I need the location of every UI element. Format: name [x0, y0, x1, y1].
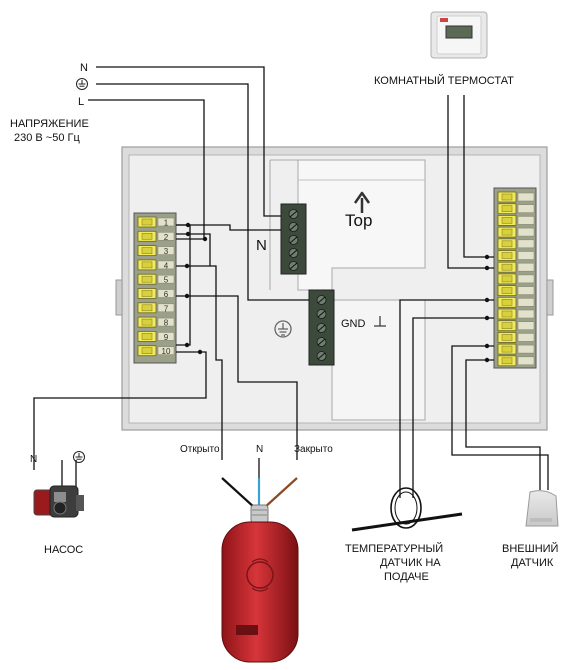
actuator-open-label: Открыто [180, 444, 220, 455]
left-terminal: 8 [137, 316, 175, 328]
pump-icon [33, 485, 84, 518]
right-terminal [497, 355, 535, 367]
right-terminal [497, 273, 535, 285]
supply-l-label: L [78, 96, 84, 108]
wire-pump-l [33, 351, 207, 470]
left-terminal: 2 [137, 230, 175, 242]
left-terminal-number: 9 [164, 333, 169, 342]
left-terminal-number: 6 [164, 290, 169, 299]
supply-earth-icon [76, 78, 88, 90]
wire-thermostat-1 [447, 95, 494, 269]
right-terminal [497, 285, 535, 297]
left-terminal-number: 3 [164, 247, 169, 256]
right-terminal [497, 203, 535, 215]
valve-actuator-icon [221, 504, 299, 663]
room-thermostat-icon [430, 11, 488, 59]
wire-earth [96, 83, 309, 301]
right-terminal [497, 238, 535, 250]
wire-n [96, 66, 281, 217]
flow-sensor-line1: ТЕМПЕРАТУРНЫЙ [345, 542, 443, 555]
left-terminal-number: 8 [164, 319, 169, 328]
left-terminal: 5 [137, 273, 175, 285]
top-arrow-icon [353, 191, 371, 213]
pump-earth-icon [73, 451, 85, 463]
outdoor-sensor-line2: ДАТЧИК [511, 557, 554, 569]
controller-housing [115, 146, 554, 431]
wire-outdoor-1 [451, 345, 549, 490]
left-terminal: 6 [137, 288, 175, 299]
left-terminal: 7 [137, 302, 175, 313]
left-terminal-number: 7 [164, 304, 169, 313]
wire-thermostat-2 [463, 95, 494, 258]
outdoor-sensor-line1: ВНЕШНИЙ [502, 542, 558, 555]
supply-title-line2: 230 В ~50 Гц [14, 132, 80, 144]
supply-title-line1: НАПРЯЖЕНИЕ [10, 118, 89, 130]
n-terminal-block [280, 203, 307, 275]
left-terminal-number: 2 [164, 233, 169, 242]
right-terminal-strip [493, 187, 537, 369]
wire-close [176, 295, 298, 460]
left-terminal: 1 [137, 216, 175, 228]
wire-flow-sensor-1 [399, 299, 494, 498]
wire-outdoor-2 [465, 359, 541, 490]
flow-sensor-line2: ДАТЧИК НА [380, 557, 441, 569]
outdoor-sensor-icon [525, 490, 559, 527]
right-terminal [497, 191, 535, 203]
left-terminal-strip: 1 2 3 4 5 6 7 8 9 10 [133, 212, 177, 364]
thermostat-label: КОМНАТНЫЙ ТЕРМОСТАТ [374, 74, 514, 87]
wire-open [176, 265, 223, 460]
left-terminal-number: 4 [164, 261, 169, 270]
wire-term1-to-n [176, 224, 281, 231]
pump-label: НАСОС [44, 544, 83, 556]
flow-sensor-icon [351, 487, 463, 532]
earth-terminal-block [308, 289, 335, 366]
left-terminal: 10 [137, 345, 175, 356]
actuator-close-label: Закрыто [294, 444, 333, 455]
right-terminal [497, 214, 535, 226]
gnd-label: GND [341, 318, 366, 330]
earth-ground-icon [274, 320, 292, 338]
right-terminal [497, 296, 535, 308]
flow-sensor-line3: ПОДАЧЕ [384, 571, 429, 583]
gnd-symbol-icon [374, 316, 386, 327]
left-terminal: 4 [137, 259, 175, 270]
right-terminal [497, 331, 535, 343]
left-terminal-number: 5 [164, 276, 169, 285]
wires [33, 66, 549, 498]
top-label: Top [345, 211, 372, 230]
pump-n-label: N [30, 454, 37, 465]
actuator-n-label: N [256, 444, 263, 455]
left-terminal: 3 [137, 245, 175, 256]
right-terminal [497, 308, 535, 320]
right-terminal [497, 343, 535, 355]
right-terminal [497, 226, 535, 238]
right-terminal [497, 261, 535, 273]
actuator-cable [221, 477, 298, 509]
left-terminal: 9 [137, 330, 175, 342]
right-terminal [497, 320, 535, 332]
wire-flow-sensor-2 [412, 317, 494, 498]
right-terminal [497, 250, 535, 261]
supply-n-label: N [80, 62, 88, 74]
left-terminal-number: 1 [164, 219, 169, 228]
n-terminal-label: N [256, 237, 267, 254]
left-terminal-number: 10 [162, 347, 171, 356]
